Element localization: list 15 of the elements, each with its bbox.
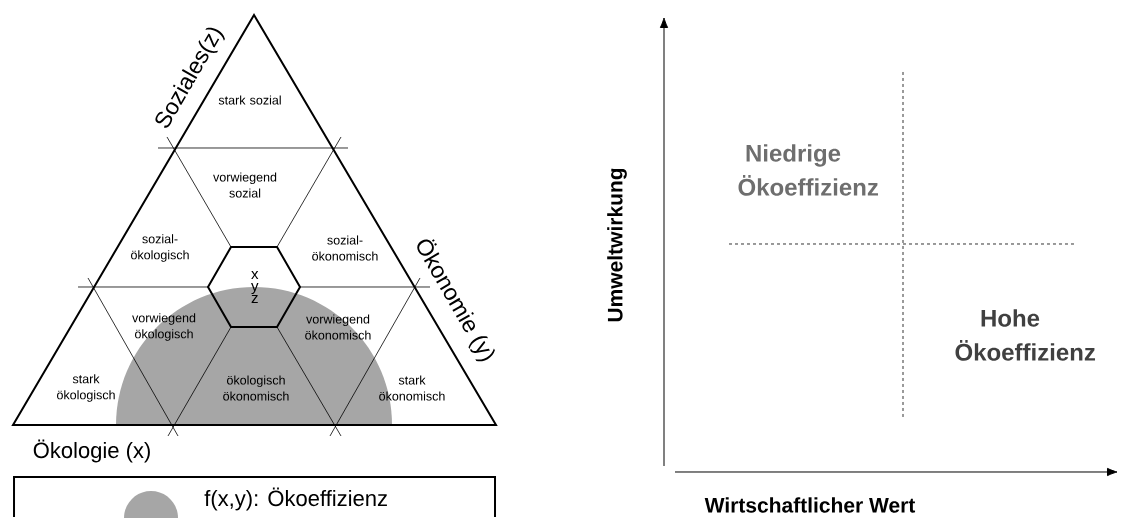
quadrant-label: Hohe Ökoeffizienz [955, 309, 1095, 361]
axis-label: Ökologie (x) [33, 439, 150, 463]
region-label: x y z [251, 271, 259, 303]
region-label: vorwiegend ökologisch [132, 313, 196, 341]
region-label: vorwiegend ökonomisch [305, 314, 371, 340]
region-label: vorwiegend sozial [213, 172, 277, 198]
region-label: stark ökonomisch [379, 375, 445, 401]
axis-label: Umweltwirkung [607, 168, 627, 322]
region-label: stark ökologisch [57, 374, 115, 402]
region-label: sozial- ökologisch [131, 234, 189, 262]
quadrant-label: Niedrige Ökoeffizienz [738, 144, 878, 196]
region-label: sozial- ökonomisch [312, 235, 378, 261]
axis-label: Wirtschaftlicher Wert [704, 497, 916, 513]
region-label: ökologisch ökonomisch [223, 375, 289, 401]
legend-box: f(x,y): Ökoeffizienz [13, 476, 496, 518]
